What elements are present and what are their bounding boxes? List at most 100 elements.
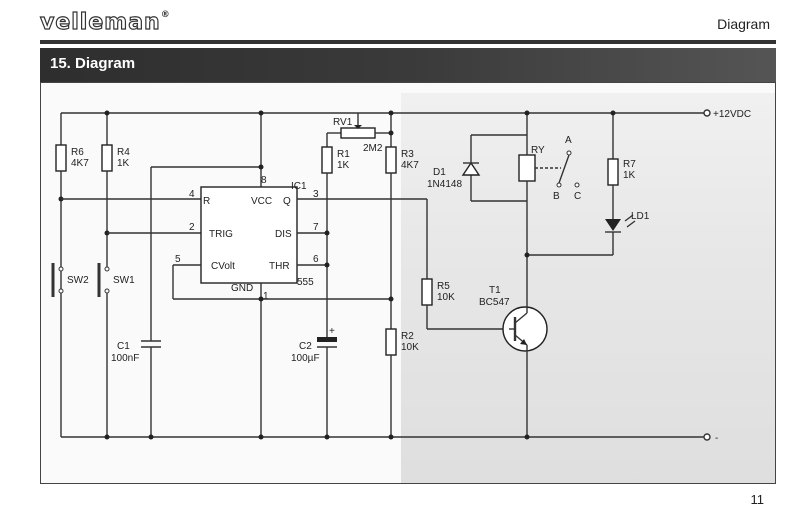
section-title-bar: 15. Diagram bbox=[40, 48, 776, 82]
r3-value: 4K7 bbox=[401, 160, 419, 171]
junction bbox=[524, 110, 530, 116]
sw2-contact bbox=[58, 266, 64, 272]
led-emission-arrow bbox=[624, 214, 634, 222]
pin-dis-label: DIS bbox=[275, 229, 292, 240]
header-rule bbox=[40, 40, 776, 44]
ic1-ref: IC1 bbox=[291, 181, 307, 192]
pin-6-number: 6 bbox=[313, 254, 319, 265]
junction bbox=[388, 110, 394, 116]
junction bbox=[258, 434, 264, 440]
pin-4-number: 4 bbox=[189, 189, 195, 200]
resistor-r5 bbox=[421, 278, 433, 306]
junction bbox=[524, 434, 530, 440]
pin-q-label: Q bbox=[283, 196, 291, 207]
c2-polarity: + bbox=[329, 326, 335, 337]
relay-contact-c bbox=[574, 182, 580, 188]
r5-ref: R5 bbox=[437, 281, 450, 292]
ld1-ref: LD1 bbox=[631, 211, 650, 222]
d1-ref: D1 bbox=[433, 167, 446, 178]
negative-supply-label: - bbox=[715, 433, 718, 444]
t1-ref: T1 bbox=[489, 285, 501, 296]
ic1-part: 555 bbox=[297, 277, 314, 288]
r1-value: 1K bbox=[337, 160, 350, 171]
background-photo bbox=[401, 93, 775, 483]
rv1-value: 2M2 bbox=[363, 143, 383, 154]
r4-value: 1K bbox=[117, 158, 130, 169]
positive-supply-label: +12VDC bbox=[713, 109, 751, 120]
t1-emitter-arrow bbox=[520, 339, 527, 345]
ic-555 bbox=[200, 186, 298, 284]
rv1-wiper-arrow bbox=[354, 125, 362, 129]
pin-trig-label: TRIG bbox=[209, 229, 233, 240]
r7-value: 1K bbox=[623, 170, 636, 181]
r6-ref: R6 bbox=[71, 147, 84, 158]
resistor-r4 bbox=[101, 144, 113, 172]
relay-contact-b bbox=[556, 182, 562, 188]
relay-switch-arm bbox=[558, 154, 570, 184]
junction bbox=[324, 230, 330, 236]
junction bbox=[148, 434, 154, 440]
page-number: 11 bbox=[750, 492, 765, 507]
junction bbox=[388, 130, 394, 136]
led-ld1 bbox=[605, 219, 621, 231]
c1-value: 100nF bbox=[111, 353, 139, 364]
section-title: 15. Diagram bbox=[50, 55, 136, 72]
led-emission-arrow bbox=[626, 220, 636, 228]
r5-value: 10K bbox=[437, 292, 455, 303]
r2-value: 10K bbox=[401, 342, 419, 353]
c2-value: 100µF bbox=[291, 353, 320, 364]
resistor-r2 bbox=[385, 328, 397, 356]
junction bbox=[610, 110, 616, 116]
relay-contact-a bbox=[566, 150, 572, 156]
circuit-diagram-frame: +12VDC - R6 4K7 SW2 R4 1K SW1 bbox=[40, 82, 776, 484]
junction bbox=[104, 110, 110, 116]
contact-c-label: C bbox=[574, 191, 581, 202]
pin-3-number: 3 bbox=[313, 189, 319, 200]
pin-1-number: 1 bbox=[263, 291, 269, 302]
pin-8-number: 8 bbox=[261, 175, 267, 186]
junction bbox=[324, 262, 330, 268]
junction bbox=[258, 110, 264, 116]
circuit-schematic: +12VDC - R6 4K7 SW2 R4 1K SW1 bbox=[51, 109, 751, 444]
d1-value: 1N4148 bbox=[427, 179, 462, 190]
pin-cvolt-label: CVolt bbox=[211, 261, 235, 272]
sw2-contact bbox=[58, 288, 64, 294]
negative-terminal bbox=[703, 433, 711, 441]
logo-text: velleman bbox=[39, 9, 161, 35]
sw1-contact bbox=[104, 266, 110, 272]
resistor-r6 bbox=[55, 144, 67, 172]
r6-value: 4K7 bbox=[71, 158, 89, 169]
header-section-label: Diagram bbox=[717, 16, 770, 32]
c2-ref: C2 bbox=[299, 341, 312, 352]
capacitor-c2-plate bbox=[317, 337, 337, 342]
pin-5-number: 5 bbox=[175, 254, 181, 265]
junction bbox=[104, 434, 110, 440]
potentiometer-rv1 bbox=[340, 127, 376, 139]
contact-a-label: A bbox=[565, 135, 572, 146]
sw2-ref: SW2 bbox=[67, 275, 89, 286]
r3-ref: R3 bbox=[401, 149, 414, 160]
junction bbox=[388, 296, 394, 302]
pin-r-label: R bbox=[203, 196, 210, 207]
r1-ref: R1 bbox=[337, 149, 350, 160]
sw1-ref: SW1 bbox=[113, 275, 135, 286]
sw1-contact bbox=[104, 288, 110, 294]
relay-coil bbox=[518, 154, 536, 182]
pin-thr-label: THR bbox=[269, 261, 290, 272]
resistor-r1 bbox=[321, 146, 333, 174]
junction bbox=[258, 164, 264, 170]
pin-gnd-label: GND bbox=[231, 283, 253, 294]
registered-mark: ® bbox=[160, 10, 171, 20]
t1-value: BC547 bbox=[479, 297, 510, 308]
r4-ref: R4 bbox=[117, 147, 130, 158]
c1-ref: C1 bbox=[117, 341, 130, 352]
rv1-ref: RV1 bbox=[333, 117, 353, 128]
junction bbox=[388, 434, 394, 440]
r7-ref: R7 bbox=[623, 159, 636, 170]
resistor-r7 bbox=[607, 158, 619, 186]
r2-ref: R2 bbox=[401, 331, 414, 342]
resistor-r3 bbox=[385, 146, 397, 174]
pin-2-number: 2 bbox=[189, 222, 195, 233]
t1-collector bbox=[514, 312, 528, 324]
pin-7-number: 7 bbox=[313, 222, 319, 233]
